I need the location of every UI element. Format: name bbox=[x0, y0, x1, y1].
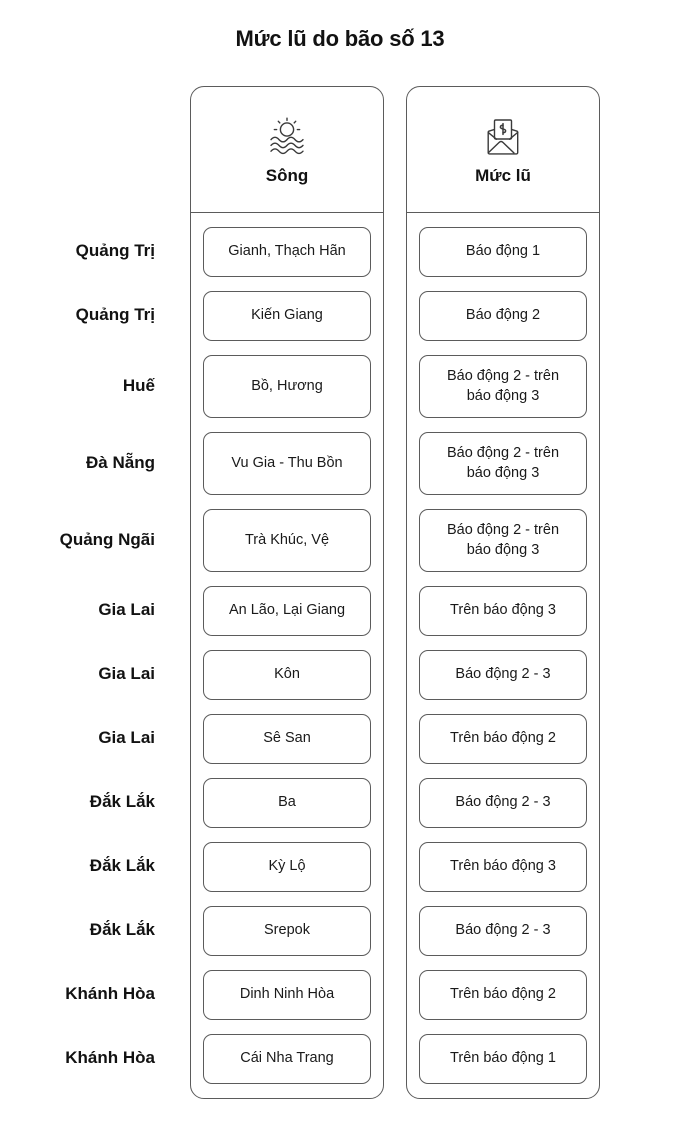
flood-level-cell: Báo động 2 - trên báo động 3 bbox=[419, 355, 587, 418]
province-label: Khánh Hòa bbox=[65, 1048, 155, 1067]
flood-level-cell: Trên báo động 3 bbox=[419, 842, 587, 892]
river-cell: Kiến Giang bbox=[203, 291, 371, 341]
river-cell: Vu Gia - Thu Bồn bbox=[203, 432, 371, 495]
province-label: Gia Lai bbox=[98, 664, 155, 683]
flood-level-cell: Báo động 2 - 3 bbox=[419, 650, 587, 700]
sunrise-over-water-icon bbox=[264, 114, 310, 160]
province-label: Quảng Trị bbox=[75, 241, 155, 260]
province-label: Quảng Trị bbox=[75, 305, 155, 324]
river-cell: Cái Nha Trang bbox=[203, 1034, 371, 1084]
flood-level-cell: Trên báo động 3 bbox=[419, 586, 587, 636]
river-cell: Gianh, Thạch Hãn bbox=[203, 227, 371, 277]
province-label: Gia Lai bbox=[98, 728, 155, 747]
river-cell: Srepok bbox=[203, 906, 371, 956]
flood-level-cell: Báo động 2 - 3 bbox=[419, 778, 587, 828]
flood-level-cell: Báo động 2 - trên báo động 3 bbox=[419, 509, 587, 572]
column-header-label-song: Sông bbox=[265, 165, 309, 185]
river-cell: Ba bbox=[203, 778, 371, 828]
open-envelope-document-icon bbox=[480, 114, 526, 160]
flood-level-cell: Trên báo động 2 bbox=[419, 970, 587, 1020]
river-cell: An Lão, Lại Giang bbox=[203, 586, 371, 636]
province-label: Khánh Hòa bbox=[65, 984, 155, 1003]
page-title: Mức lũ do bão số 13 bbox=[235, 26, 445, 51]
column-body-muc-lu: Báo động 1 Báo động 2 Báo động 2 - trên bá… bbox=[407, 213, 599, 1098]
river-cell: Dinh Ninh Hòa bbox=[203, 970, 371, 1020]
province-label: Quảng Ngãi bbox=[59, 529, 155, 549]
column-header-song: Sông bbox=[191, 87, 383, 213]
province-label: Đà Nẵng bbox=[86, 452, 155, 472]
province-label: Đắk Lắk bbox=[89, 792, 155, 811]
river-cell: Bồ, Hương bbox=[203, 355, 371, 418]
flood-level-cell: Trên báo động 1 bbox=[419, 1034, 587, 1084]
flood-level-cell: Báo động 1 bbox=[419, 227, 587, 277]
river-cell: Sê San bbox=[203, 714, 371, 764]
province-label: Đắk Lắk bbox=[89, 920, 155, 939]
river-cell: Trà Khúc, Vệ bbox=[203, 509, 371, 572]
province-label: Huế bbox=[122, 375, 155, 395]
column-header-label-muc-lu: Mức lũ bbox=[475, 165, 531, 185]
flood-level-cell: Báo động 2 - 3 bbox=[419, 906, 587, 956]
river-cell: Kôn bbox=[203, 650, 371, 700]
province-label: Gia Lai bbox=[98, 600, 155, 619]
flood-level-cell: Báo động 2 - trên báo động 3 bbox=[419, 432, 587, 495]
column-header-muc-lu: Mức lũ bbox=[407, 87, 599, 213]
column-card-muc-lu: Mức lũ Báo động 1 Báo động 2 Báo động 2 - … bbox=[406, 86, 600, 1099]
flood-level-cell: Báo động 2 bbox=[419, 291, 587, 341]
river-cell: Kỳ Lộ bbox=[203, 842, 371, 892]
flood-level-cell: Trên báo động 2 bbox=[419, 714, 587, 764]
province-label: Đắk Lắk bbox=[89, 856, 155, 875]
